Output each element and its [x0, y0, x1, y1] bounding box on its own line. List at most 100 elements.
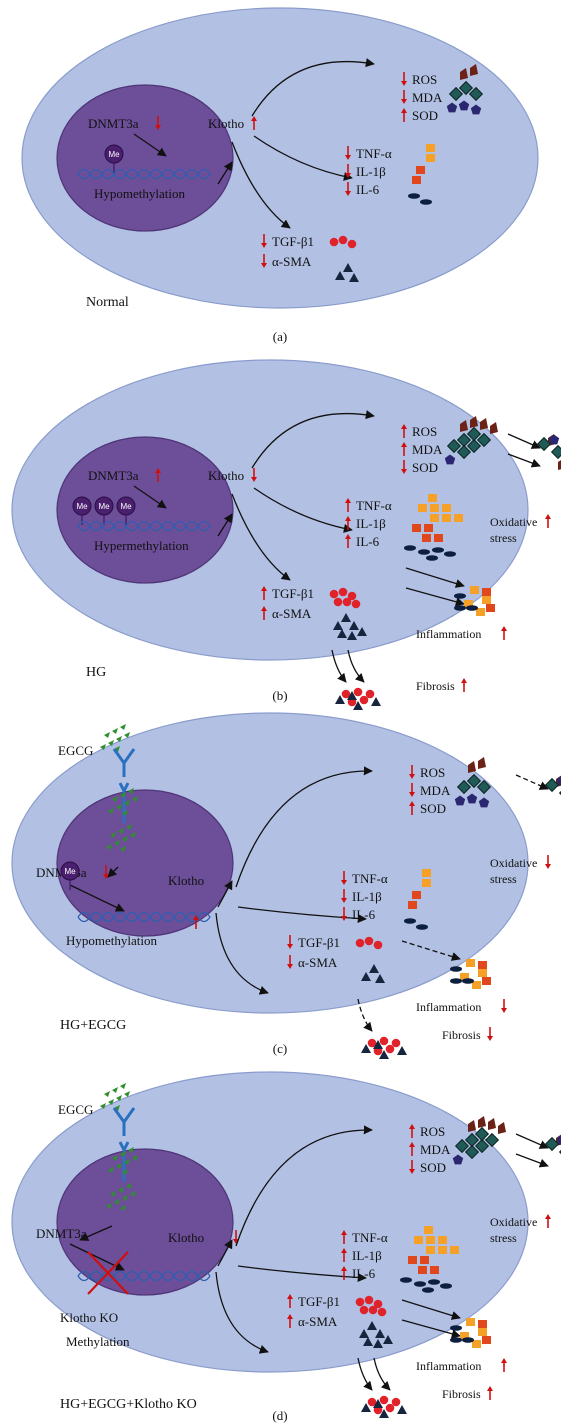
klotho-to-oxidative-arrow [235, 766, 373, 888]
egcg-molecule [128, 788, 134, 794]
sma-molecule [373, 1399, 383, 1408]
egcg-molecule [120, 1151, 126, 1157]
oxidative-marker-label: MDA [420, 783, 451, 798]
egcg-molecule [118, 828, 124, 834]
oxidative-outcome-molecules [544, 775, 561, 801]
ros-molecule [558, 460, 561, 470]
il1b-molecule [478, 961, 487, 969]
condition-label: HG+EGCG+Klotho KO [60, 1397, 197, 1412]
marker-arrow [345, 146, 351, 160]
tgf-molecule [338, 235, 348, 245]
methyl-ball [104, 144, 124, 164]
il6-molecule [432, 547, 444, 553]
tgf-molecule [355, 938, 365, 948]
inflammation-outcome-arrow [405, 587, 465, 607]
ros-molecule [468, 1120, 476, 1132]
inflammation-outcome-molecules [450, 1318, 491, 1348]
oxidative-molecules [444, 416, 498, 465]
tgf-molecule [333, 597, 343, 607]
ros-molecule [488, 1118, 496, 1130]
marker-arrow [287, 935, 293, 949]
oxidative-outcome-arrow [515, 1153, 549, 1168]
tnf-molecule [426, 154, 435, 162]
il6-molecule [428, 1279, 440, 1285]
fibrosis-outcome-arrow [373, 1357, 391, 1391]
egcg-molecule [106, 1203, 112, 1209]
egcg-molecule [106, 844, 112, 850]
sma-molecule [337, 629, 347, 638]
egcg-molecule [120, 724, 126, 730]
il1b-molecule [418, 1266, 427, 1274]
sma-molecule [357, 627, 367, 636]
marker-arrow [287, 955, 293, 969]
oxidative-marker-label: ROS [420, 765, 445, 780]
oxidative-marker-label: SOD [420, 801, 446, 816]
il1b-molecule [412, 891, 421, 899]
klotho-label: Klotho [208, 116, 244, 131]
ros-molecule [468, 761, 476, 773]
inflammation-outcome-molecules [450, 959, 491, 989]
klotho-to-fibrosis-arrow [215, 1271, 269, 1354]
sma-molecule [373, 1339, 383, 1348]
sma-molecule [373, 1040, 383, 1049]
marker-arrow [341, 1230, 347, 1244]
tnf-molecule [426, 1236, 435, 1244]
sma-molecule [341, 613, 351, 622]
mda-molecule [474, 1138, 490, 1154]
inflammation-outcome-label: Inflammation [416, 1359, 481, 1373]
oxidative-marker-label: SOD [412, 460, 438, 475]
methyl-group: Me [60, 861, 80, 890]
arrow-head [261, 586, 267, 591]
arrow-head [155, 125, 161, 130]
tgf-molecule [341, 689, 351, 699]
sod-molecule [466, 793, 478, 804]
egcg-molecule [122, 810, 128, 816]
methyl-ball [60, 861, 80, 881]
klotho-to-oxidative-arrow [235, 1125, 373, 1247]
panel-caption: (a) [273, 329, 287, 344]
arrow-head [261, 606, 267, 611]
egcg-molecule [122, 836, 128, 842]
egcg-molecule [130, 1191, 136, 1197]
egcg-molecule [114, 840, 120, 846]
klotho-to-fibrosis-arrow [231, 141, 291, 229]
il6-molecule [422, 1287, 434, 1293]
sma-molecule [359, 1329, 369, 1338]
tnf-molecule [438, 1246, 447, 1254]
sma-molecule [375, 1329, 385, 1338]
mda-molecule [466, 426, 482, 442]
il1b-molecule [430, 1266, 439, 1274]
tnf-molecule [414, 1236, 423, 1244]
marker-arrow [341, 907, 347, 921]
arrow-head [345, 155, 351, 160]
egcg-molecule [132, 796, 138, 802]
condition-label: Normal [86, 295, 129, 310]
egcg-molecule [112, 796, 118, 802]
klotho-to-fibrosis-arrow [215, 912, 269, 995]
egcg-molecule [122, 1195, 128, 1201]
methyl-label: Me [64, 867, 76, 876]
arrow-head [401, 424, 407, 429]
egcg-molecule [124, 732, 130, 738]
inflammation-outcome-arrow [405, 567, 465, 588]
sma-molecule [347, 691, 357, 700]
sod-molecule [446, 102, 458, 113]
il6-molecule [462, 1337, 474, 1343]
arrow-head [345, 534, 351, 539]
klotho-arrow [193, 915, 199, 929]
egcg-molecule [130, 832, 136, 838]
tgf-molecule [379, 1036, 389, 1046]
marker-arrow [401, 72, 407, 86]
cell-membrane [21, 7, 539, 309]
egcg-molecule [120, 1083, 126, 1089]
egcg-molecule [112, 728, 118, 734]
methylation-label: Hypomethylation [94, 186, 185, 201]
marker-arrow [409, 1160, 415, 1174]
sma-molecule [349, 621, 359, 630]
egcg-molecule [128, 1147, 134, 1153]
methyl-label: Me [108, 150, 120, 159]
sma-molecule [371, 697, 381, 706]
fibrosis-marker-label: TGF-β1 [298, 935, 340, 950]
inflammation-marker-label: TNF-α [352, 871, 388, 886]
